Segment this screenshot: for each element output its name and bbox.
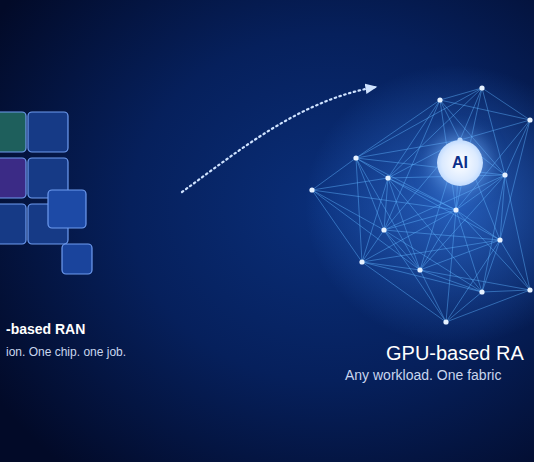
ai-circle: AI — [437, 140, 483, 186]
mesh-line — [356, 158, 384, 230]
mesh-glow — [305, 65, 534, 345]
mesh-dot — [381, 227, 386, 232]
subtitle-left: ion. One chip. one job. — [6, 345, 126, 359]
mesh-line — [362, 262, 420, 270]
mesh-line — [312, 190, 420, 270]
chip-square — [48, 190, 86, 228]
mesh-dot — [437, 97, 442, 102]
mesh-line — [420, 210, 456, 270]
mesh-dot — [359, 259, 364, 264]
ai-mesh — [309, 85, 532, 324]
mesh-dot — [453, 207, 458, 212]
mesh-line — [384, 230, 420, 270]
chip-square — [62, 244, 92, 274]
mesh-line — [388, 88, 482, 178]
mesh-line — [384, 230, 482, 292]
mesh-dot — [479, 289, 484, 294]
mesh-line — [312, 158, 356, 190]
node-text: AI — [452, 154, 468, 172]
mesh-line — [362, 230, 384, 262]
chip-square — [0, 204, 26, 244]
mesh-dot — [353, 155, 358, 160]
heading-left: -based RAN — [6, 321, 85, 338]
mesh-line — [362, 262, 446, 322]
mesh-line — [420, 270, 446, 322]
mesh-line — [482, 88, 505, 175]
mesh-line — [420, 270, 530, 290]
mesh-dot — [443, 319, 448, 324]
mesh-line — [356, 158, 362, 262]
dotted-arrow — [182, 87, 376, 192]
mesh-dot — [527, 117, 532, 122]
mesh-line — [456, 210, 482, 292]
chip-square — [28, 112, 68, 152]
mesh-line — [500, 175, 505, 240]
chip-square — [0, 158, 26, 198]
mesh-line — [482, 290, 530, 292]
mesh-line — [460, 88, 482, 140]
mesh-line — [505, 175, 530, 290]
mesh-line — [420, 175, 505, 270]
mesh-line — [356, 158, 420, 270]
mesh-dot — [385, 175, 390, 180]
mesh-dot — [417, 267, 422, 272]
mesh-line — [446, 292, 482, 322]
mesh-line — [384, 210, 456, 230]
mesh-dot — [502, 172, 507, 177]
mesh-dot — [309, 187, 314, 192]
mesh-line — [388, 178, 456, 210]
mesh-line — [420, 240, 500, 270]
heading-right: GPU-based RA — [386, 341, 524, 365]
mesh-line — [460, 120, 530, 140]
mesh-line — [388, 100, 440, 178]
mesh-dot — [479, 85, 484, 90]
mesh-line — [446, 290, 530, 322]
mesh-line — [440, 88, 482, 100]
mesh-line — [440, 100, 530, 120]
mesh-line — [500, 240, 530, 290]
mesh-dot — [497, 237, 502, 242]
subtitle-right: Any workload. One fabric — [345, 367, 501, 384]
mesh-line — [384, 100, 440, 230]
mesh-line — [312, 190, 362, 262]
chip-grid — [0, 112, 92, 274]
mesh-line — [312, 190, 384, 230]
mesh-line — [446, 210, 456, 322]
mesh-dot — [527, 287, 532, 292]
chip-square — [0, 112, 26, 152]
mesh-line — [482, 175, 505, 292]
mesh-line — [446, 240, 500, 322]
mesh-line — [312, 178, 388, 190]
mesh-line — [384, 175, 505, 230]
mesh-line — [505, 120, 530, 175]
